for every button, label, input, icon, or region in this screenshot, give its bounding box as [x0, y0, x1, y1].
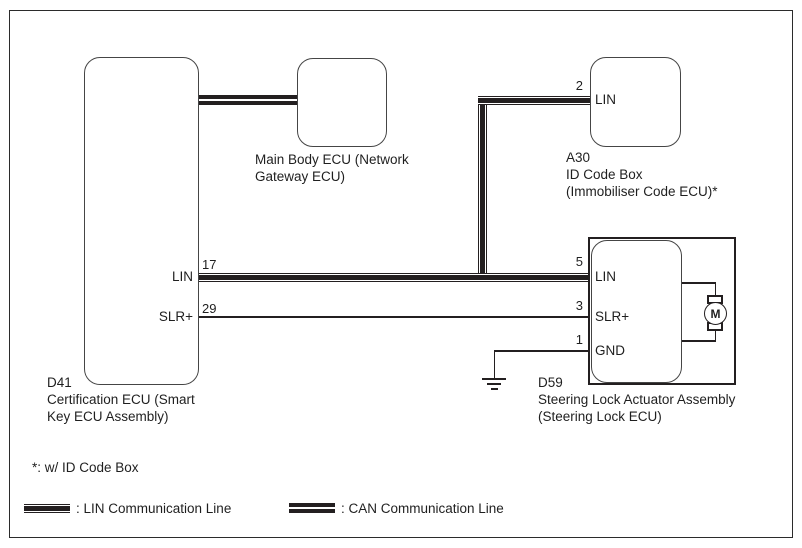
- d41-certification-ecu-box: [84, 57, 199, 385]
- pin-number-d59-gnd: 1: [575, 332, 583, 347]
- footnote: *: w/ ID Code Box: [32, 460, 139, 475]
- motor-label: M: [710, 306, 721, 321]
- diagram-border: [9, 10, 793, 538]
- lin-line-d41-d59: [199, 273, 591, 282]
- can-line-d41-mainbody: [199, 95, 297, 105]
- main-body-ecu-caption-line1: Main Body ECU (Network: [255, 152, 409, 167]
- lin-line-a30-horizontal: [478, 96, 590, 105]
- port-label-d41-slr: SLR+: [158, 309, 193, 324]
- lin-line-legend-swatch: [24, 504, 70, 513]
- a30-caption-line1: ID Code Box: [566, 167, 643, 182]
- motor-wire-top-v: [714, 282, 716, 297]
- motor-wire-bottom-h: [682, 340, 716, 342]
- port-label-a30-lin: LIN: [595, 92, 617, 107]
- d59-caption-line1: Steering Lock Actuator Assembly: [538, 392, 736, 407]
- d41-caption-line1: Certification ECU (Smart: [47, 392, 195, 407]
- motor-icon: M: [704, 302, 727, 325]
- pin-number-a30-lin: 2: [575, 78, 583, 93]
- main-body-ecu-box: [297, 58, 387, 147]
- pin-number-d59-lin: 5: [575, 254, 583, 269]
- a30-code: A30: [566, 150, 591, 165]
- can-line-legend-swatch: [289, 503, 335, 513]
- main-body-ecu-caption: Main Body ECU (Network Gateway ECU): [255, 151, 409, 185]
- d41-caption: D41 Certification ECU (Smart Key ECU Ass…: [47, 374, 195, 425]
- motor-wire-top-h: [682, 282, 716, 284]
- lin-legend-label: : LIN Communication Line: [76, 501, 232, 516]
- d59-steering-lock-ecu-box: [591, 240, 682, 383]
- port-label-d41-lin: LIN: [171, 269, 193, 284]
- slr-wire-d41-d59: [199, 316, 591, 318]
- pin-number-d59-slr: 3: [575, 298, 583, 313]
- motor-wire-bottom-v: [714, 329, 716, 341]
- lin-line-a30-vertical: [478, 96, 487, 273]
- a30-caption: A30 ID Code Box (Immobiliser Code ECU)*: [566, 149, 718, 200]
- d59-caption-line2: (Steering Lock ECU): [538, 409, 662, 424]
- main-body-ecu-caption-line2: Gateway ECU): [255, 169, 346, 184]
- pin-number-d41-lin: 17: [202, 257, 217, 272]
- d41-caption-line2: Key ECU Assembly): [47, 409, 169, 424]
- d59-code: D59: [538, 375, 563, 390]
- gnd-wire-vertical: [493, 350, 495, 379]
- a30-caption-line2: (Immobiliser Code ECU)*: [566, 184, 718, 199]
- port-label-d59-slr: SLR+: [595, 309, 630, 324]
- ground-bar-2: [487, 383, 501, 385]
- a30-id-code-box: [590, 57, 681, 147]
- d41-code: D41: [47, 375, 72, 390]
- ground-bar-1: [482, 378, 506, 380]
- port-label-d59-gnd: GND: [595, 343, 625, 358]
- ground-bar-3: [491, 388, 498, 390]
- can-legend-label: : CAN Communication Line: [341, 501, 504, 516]
- port-label-d59-lin: LIN: [595, 269, 617, 284]
- d59-caption: D59 Steering Lock Actuator Assembly (Ste…: [538, 374, 735, 425]
- pin-number-d41-slr: 29: [202, 301, 217, 316]
- gnd-wire-horizontal: [494, 350, 591, 352]
